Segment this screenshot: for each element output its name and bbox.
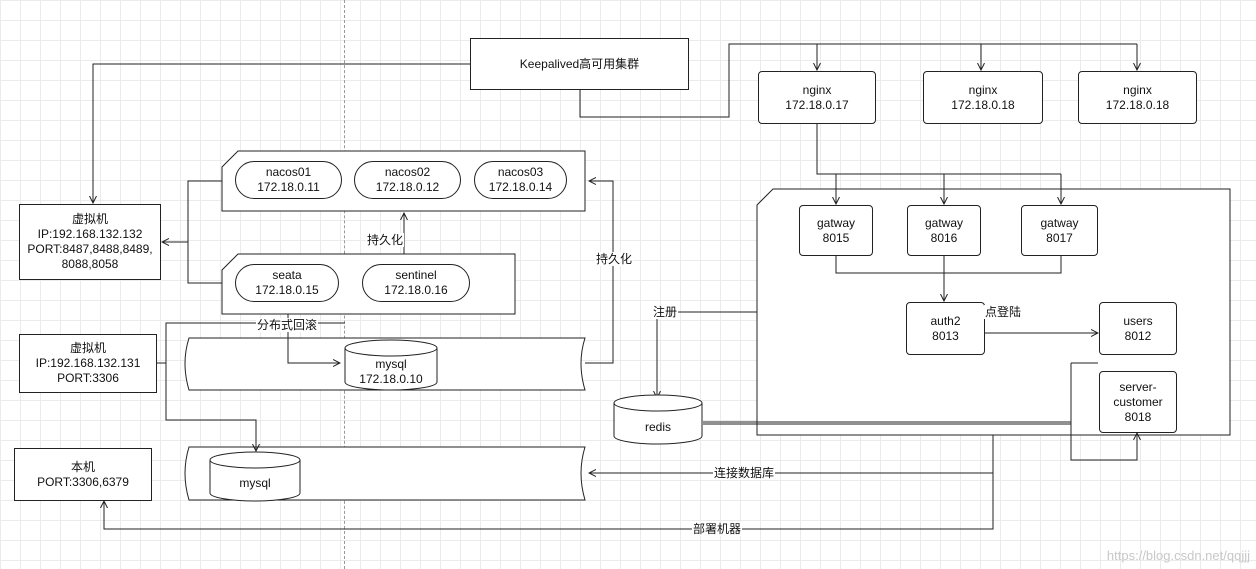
deploy-label: 部署机器 bbox=[692, 522, 743, 536]
auth2-name: auth2 bbox=[930, 313, 961, 328]
gateway-1-name: gatway bbox=[816, 215, 856, 230]
keepalived-box[interactable]: Keepalived高可用集群 bbox=[470, 38, 689, 90]
nacos-node-2-name: nacos02 bbox=[384, 165, 431, 179]
vm1-port-line1: PORT:8487,8488,8489, bbox=[27, 242, 153, 256]
nginx-node-1[interactable]: nginx 172.18.0.17 bbox=[758, 71, 876, 124]
mysql-container-name: mysql bbox=[375, 357, 407, 371]
nacos-node-3-name: nacos03 bbox=[497, 165, 544, 179]
server-customer-line1: server- bbox=[1119, 379, 1157, 394]
redis-cylinder bbox=[613, 394, 703, 445]
gateway-node-3[interactable]: gatway 8017 bbox=[1021, 205, 1098, 256]
seata-ip: 172.18.0.15 bbox=[255, 283, 319, 297]
vm2-title: 虚拟机 bbox=[69, 341, 106, 355]
vm1-port-line2: 8088,8058 bbox=[61, 257, 119, 271]
server-customer-line2: customer bbox=[1113, 394, 1163, 409]
vm2-box[interactable]: 虚拟机 IP:192.168.132.131 PORT:3306 bbox=[19, 334, 157, 393]
connect-db-label: 连接数据库 bbox=[713, 466, 776, 480]
nginx-node-2-ip: 172.18.0.18 bbox=[951, 97, 1015, 112]
nacos-node-1-ip: 172.18.0.11 bbox=[257, 180, 320, 194]
sentinel-ip: 172.18.0.16 bbox=[384, 283, 448, 297]
nginx-node-3-name: nginx bbox=[1123, 82, 1152, 97]
vm1-box[interactable]: 虚拟机 IP:192.168.132.132 PORT:8487,8488,84… bbox=[19, 204, 161, 280]
nacos-node-1-name: nacos01 bbox=[265, 165, 312, 179]
nacos-node-2-ip: 172.18.0.12 bbox=[375, 180, 440, 194]
single-sign-on-label: 点登陆 bbox=[984, 305, 1023, 319]
gateway-3-port: 8017 bbox=[1046, 230, 1073, 245]
vm2-port: PORT:3306 bbox=[57, 371, 119, 385]
nginx-node-2-name: nginx bbox=[968, 82, 998, 97]
mysql-local-name: mysql bbox=[239, 476, 271, 490]
gateway-node-2[interactable]: gatway 8016 bbox=[907, 205, 981, 256]
rollback-label: 分布式回滚 bbox=[256, 318, 319, 332]
local-machine-box[interactable]: 本机 PORT:3306,6379 bbox=[14, 448, 152, 501]
seata-name: seata bbox=[272, 268, 302, 282]
nacos-node-1[interactable]: nacos01 172.18.0.11 bbox=[235, 161, 342, 199]
gateway-1-port: 8015 bbox=[822, 230, 850, 245]
server-customer-node[interactable]: server- customer 8018 bbox=[1099, 371, 1177, 433]
gateway-node-1[interactable]: gatway 8015 bbox=[799, 205, 873, 256]
vm1-ip: IP:192.168.132.132 bbox=[37, 227, 143, 241]
nginx-node-1-name: nginx bbox=[802, 82, 832, 97]
nginx-node-3[interactable]: nginx 172.18.0.18 bbox=[1078, 71, 1197, 124]
nginx-node-3-ip: 172.18.0.18 bbox=[1105, 97, 1170, 112]
register-label: 注册 bbox=[652, 305, 679, 319]
mysql-container-label: mysql 172.18.0.10 bbox=[345, 357, 437, 387]
redis-name: redis bbox=[644, 420, 671, 434]
auth2-port: 8013 bbox=[932, 328, 959, 343]
users-node[interactable]: users 8012 bbox=[1099, 302, 1177, 355]
server-customer-port: 8018 bbox=[1124, 409, 1152, 424]
sentinel-name: sentinel bbox=[395, 268, 437, 282]
nginx-node-2[interactable]: nginx 172.18.0.18 bbox=[923, 71, 1043, 124]
local-title: 本机 bbox=[70, 459, 95, 474]
sentinel-node[interactable]: sentinel 172.18.0.16 bbox=[362, 264, 470, 302]
users-name: users bbox=[1123, 313, 1153, 328]
seata-node[interactable]: seata 172.18.0.15 bbox=[235, 264, 339, 302]
mysql-container-cylinder bbox=[344, 339, 438, 391]
persist-mysql-label: 持久化 bbox=[595, 252, 634, 266]
keepalived-label: Keepalived高可用集群 bbox=[519, 56, 640, 71]
nacos-node-3[interactable]: nacos03 172.18.0.14 bbox=[474, 161, 567, 199]
nacos-node-3-ip: 172.18.0.14 bbox=[488, 180, 553, 194]
mysql-local-cylinder bbox=[209, 451, 301, 502]
nginx-node-1-ip: 172.18.0.17 bbox=[785, 97, 849, 112]
auth2-node[interactable]: auth2 8013 bbox=[906, 302, 985, 355]
watermark: https://blog.csdn.net/qqjjj bbox=[1106, 548, 1250, 563]
mysql-container-ip: 172.18.0.10 bbox=[359, 372, 423, 386]
vm1-title: 虚拟机 bbox=[71, 212, 108, 226]
users-port: 8012 bbox=[1124, 328, 1152, 343]
local-port: PORT:3306,6379 bbox=[37, 474, 129, 489]
gateway-2-name: gatway bbox=[924, 215, 964, 230]
nacos-node-2[interactable]: nacos02 172.18.0.12 bbox=[354, 161, 461, 199]
gateway-3-name: gatway bbox=[1040, 215, 1079, 230]
gateway-2-port: 8016 bbox=[930, 230, 958, 245]
persist-nacos-label: 持久化 bbox=[366, 233, 405, 247]
vm2-ip: IP:192.168.132.131 bbox=[35, 356, 141, 370]
